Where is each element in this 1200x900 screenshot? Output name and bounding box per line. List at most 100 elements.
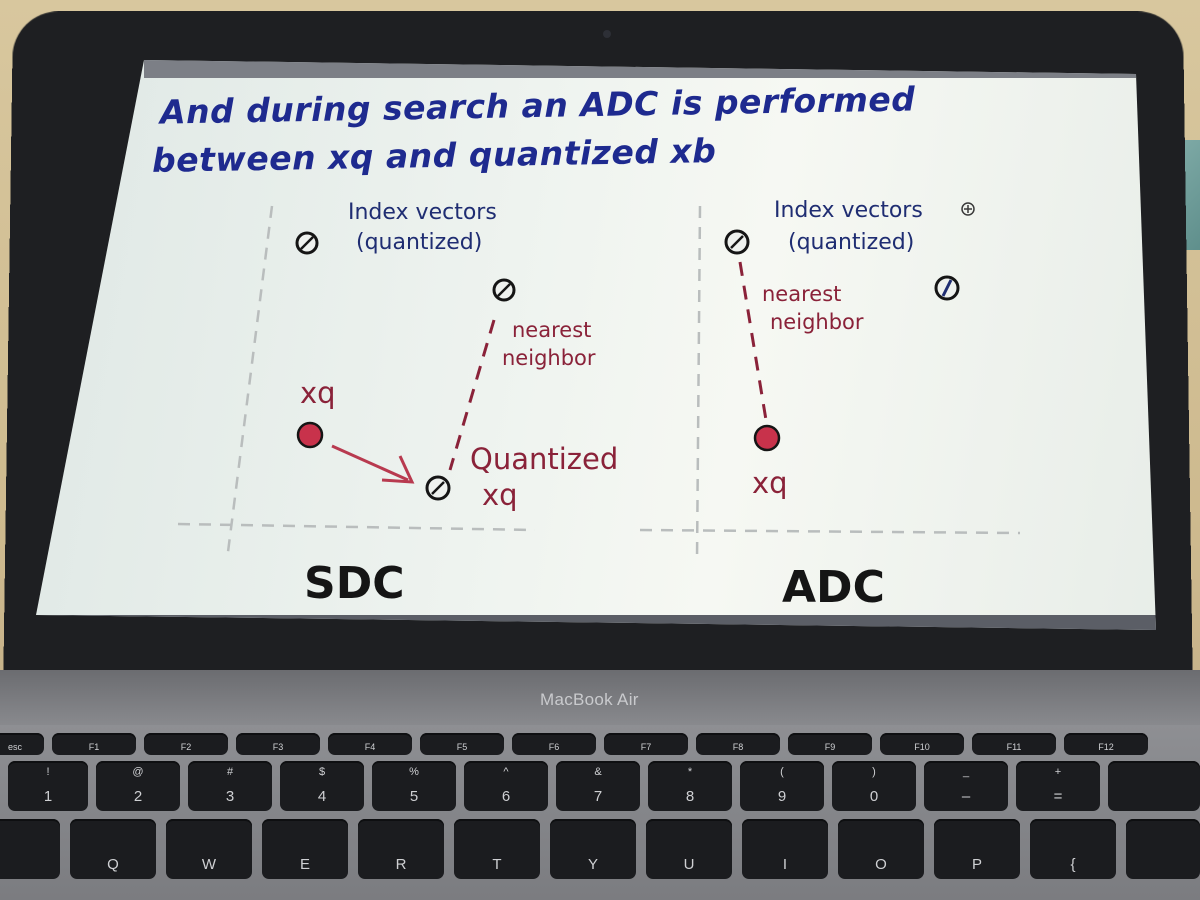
sdc-index-point-2 bbox=[492, 278, 516, 302]
key-label: 5 bbox=[409, 788, 419, 805]
key-label: 8 bbox=[685, 788, 695, 805]
key-label: Q bbox=[107, 856, 119, 873]
key-f9[interactable]: F9 bbox=[788, 733, 872, 755]
sdc-quantized-label-2: xq bbox=[482, 478, 518, 512]
sdc-index-label-1: Index vectors bbox=[348, 200, 497, 225]
key-f4[interactable]: F4 bbox=[328, 733, 412, 755]
adc-index-point-1 bbox=[724, 229, 750, 255]
key-label: F6 bbox=[548, 742, 560, 752]
sdc-quantized-point bbox=[425, 475, 451, 501]
laptop-brand-label: MacBook Air bbox=[540, 690, 639, 709]
sdc-index-point-1 bbox=[295, 231, 319, 255]
adc-nn-label-1: nearest bbox=[762, 282, 842, 306]
key-t[interactable]: T bbox=[454, 819, 540, 879]
adc-index-label-1: Index vectors bbox=[774, 198, 923, 223]
sdc-section-label: SDC bbox=[304, 558, 405, 609]
key-shift-label: & bbox=[594, 766, 602, 778]
sdc-query-point bbox=[296, 421, 324, 449]
webcam-icon bbox=[603, 30, 611, 38]
key-9[interactable]: (9 bbox=[740, 761, 824, 811]
key-f3[interactable]: F3 bbox=[236, 733, 320, 755]
sdc-nn-label-2: neighbor bbox=[502, 346, 596, 370]
key-label: 0 bbox=[869, 788, 879, 805]
key-left-brace[interactable]: { bbox=[1030, 819, 1116, 879]
key-label: R bbox=[395, 856, 407, 873]
key-label: 6 bbox=[501, 788, 511, 805]
key-f10[interactable]: F10 bbox=[880, 733, 964, 755]
key-label: 9 bbox=[777, 788, 787, 805]
key-label: { bbox=[1070, 856, 1076, 873]
sdc-arrow bbox=[331, 444, 415, 484]
key-shift-label: _ bbox=[962, 766, 970, 778]
key-tab[interactable] bbox=[0, 819, 60, 879]
key-label: – bbox=[961, 788, 971, 805]
key-0[interactable]: )0 bbox=[832, 761, 916, 811]
key-e[interactable]: E bbox=[262, 819, 348, 879]
key-q[interactable]: Q bbox=[70, 819, 156, 879]
key-label: F5 bbox=[456, 742, 468, 752]
key-r[interactable]: R bbox=[358, 819, 444, 879]
key-label: E bbox=[299, 856, 310, 873]
sdc-nearest-neighbor-line bbox=[448, 319, 496, 471]
key-delete[interactable] bbox=[1108, 761, 1200, 811]
key-1[interactable]: !1 bbox=[8, 761, 88, 811]
sdc-y-axis bbox=[226, 205, 274, 553]
key-right-brace[interactable] bbox=[1126, 819, 1200, 879]
key-p[interactable]: P bbox=[934, 819, 1020, 879]
sdc-xq-label: xq bbox=[300, 376, 336, 410]
key-f12[interactable]: F12 bbox=[1064, 733, 1148, 755]
key-f6[interactable]: F6 bbox=[512, 733, 596, 755]
key-3[interactable]: #3 bbox=[188, 761, 272, 811]
adc-xq-label: xq bbox=[752, 466, 788, 500]
key-esc[interactable]: esc bbox=[0, 733, 44, 755]
key-f1[interactable]: F1 bbox=[52, 733, 136, 755]
sdc-x-axis bbox=[177, 522, 536, 532]
key-f5[interactable]: F5 bbox=[420, 733, 504, 755]
key-label: esc bbox=[7, 742, 22, 752]
key-minus[interactable]: _– bbox=[924, 761, 1008, 811]
key-label: F3 bbox=[272, 742, 284, 752]
key-label: 3 bbox=[225, 788, 235, 805]
key-equals[interactable]: += bbox=[1016, 761, 1100, 811]
key-label: T bbox=[492, 856, 502, 873]
key-label: 2 bbox=[133, 788, 143, 805]
zoom-cursor-icon bbox=[961, 202, 975, 216]
key-8[interactable]: *8 bbox=[648, 761, 732, 811]
key-f8[interactable]: F8 bbox=[696, 733, 780, 755]
key-f11[interactable]: F11 bbox=[972, 733, 1056, 755]
key-label: F1 bbox=[88, 742, 100, 752]
key-label: F4 bbox=[364, 742, 376, 752]
key-u[interactable]: U bbox=[646, 819, 732, 879]
key-shift-label: + bbox=[1054, 766, 1062, 778]
key-5[interactable]: %5 bbox=[372, 761, 456, 811]
key-7[interactable]: &7 bbox=[556, 761, 640, 811]
adc-nn-label-2: neighbor bbox=[770, 310, 864, 334]
key-f7[interactable]: F7 bbox=[604, 733, 688, 755]
key-label: F7 bbox=[640, 742, 652, 752]
key-6[interactable]: ^6 bbox=[464, 761, 548, 811]
key-shift-label: ! bbox=[46, 766, 50, 778]
adc-query-point bbox=[753, 424, 781, 452]
key-label: F10 bbox=[914, 742, 930, 752]
sdc-quantized-label-1: Quantized bbox=[470, 442, 619, 476]
key-shift-label: # bbox=[226, 766, 234, 778]
key-shift-label: % bbox=[409, 766, 419, 778]
key-label: 4 bbox=[317, 788, 327, 805]
key-label: F11 bbox=[1006, 742, 1022, 752]
key-y[interactable]: Y bbox=[550, 819, 636, 879]
key-w[interactable]: W bbox=[166, 819, 252, 879]
keyboard: esc F1 F2 F3 F4 F5 F6 F7 F8 F9 F10 F11 F… bbox=[0, 725, 1200, 900]
key-f2[interactable]: F2 bbox=[144, 733, 228, 755]
key-i[interactable]: I bbox=[742, 819, 828, 879]
key-2[interactable]: @2 bbox=[96, 761, 180, 811]
adc-index-point-2 bbox=[934, 275, 960, 301]
adc-index-label-2: (quantized) bbox=[788, 230, 915, 255]
key-4[interactable]: $4 bbox=[280, 761, 364, 811]
key-label: F8 bbox=[732, 742, 744, 752]
sdc-index-label-2: (quantized) bbox=[356, 230, 483, 255]
laptop-hinge bbox=[0, 670, 1200, 730]
key-o[interactable]: O bbox=[838, 819, 924, 879]
adc-nearest-neighbor-line bbox=[738, 261, 768, 421]
